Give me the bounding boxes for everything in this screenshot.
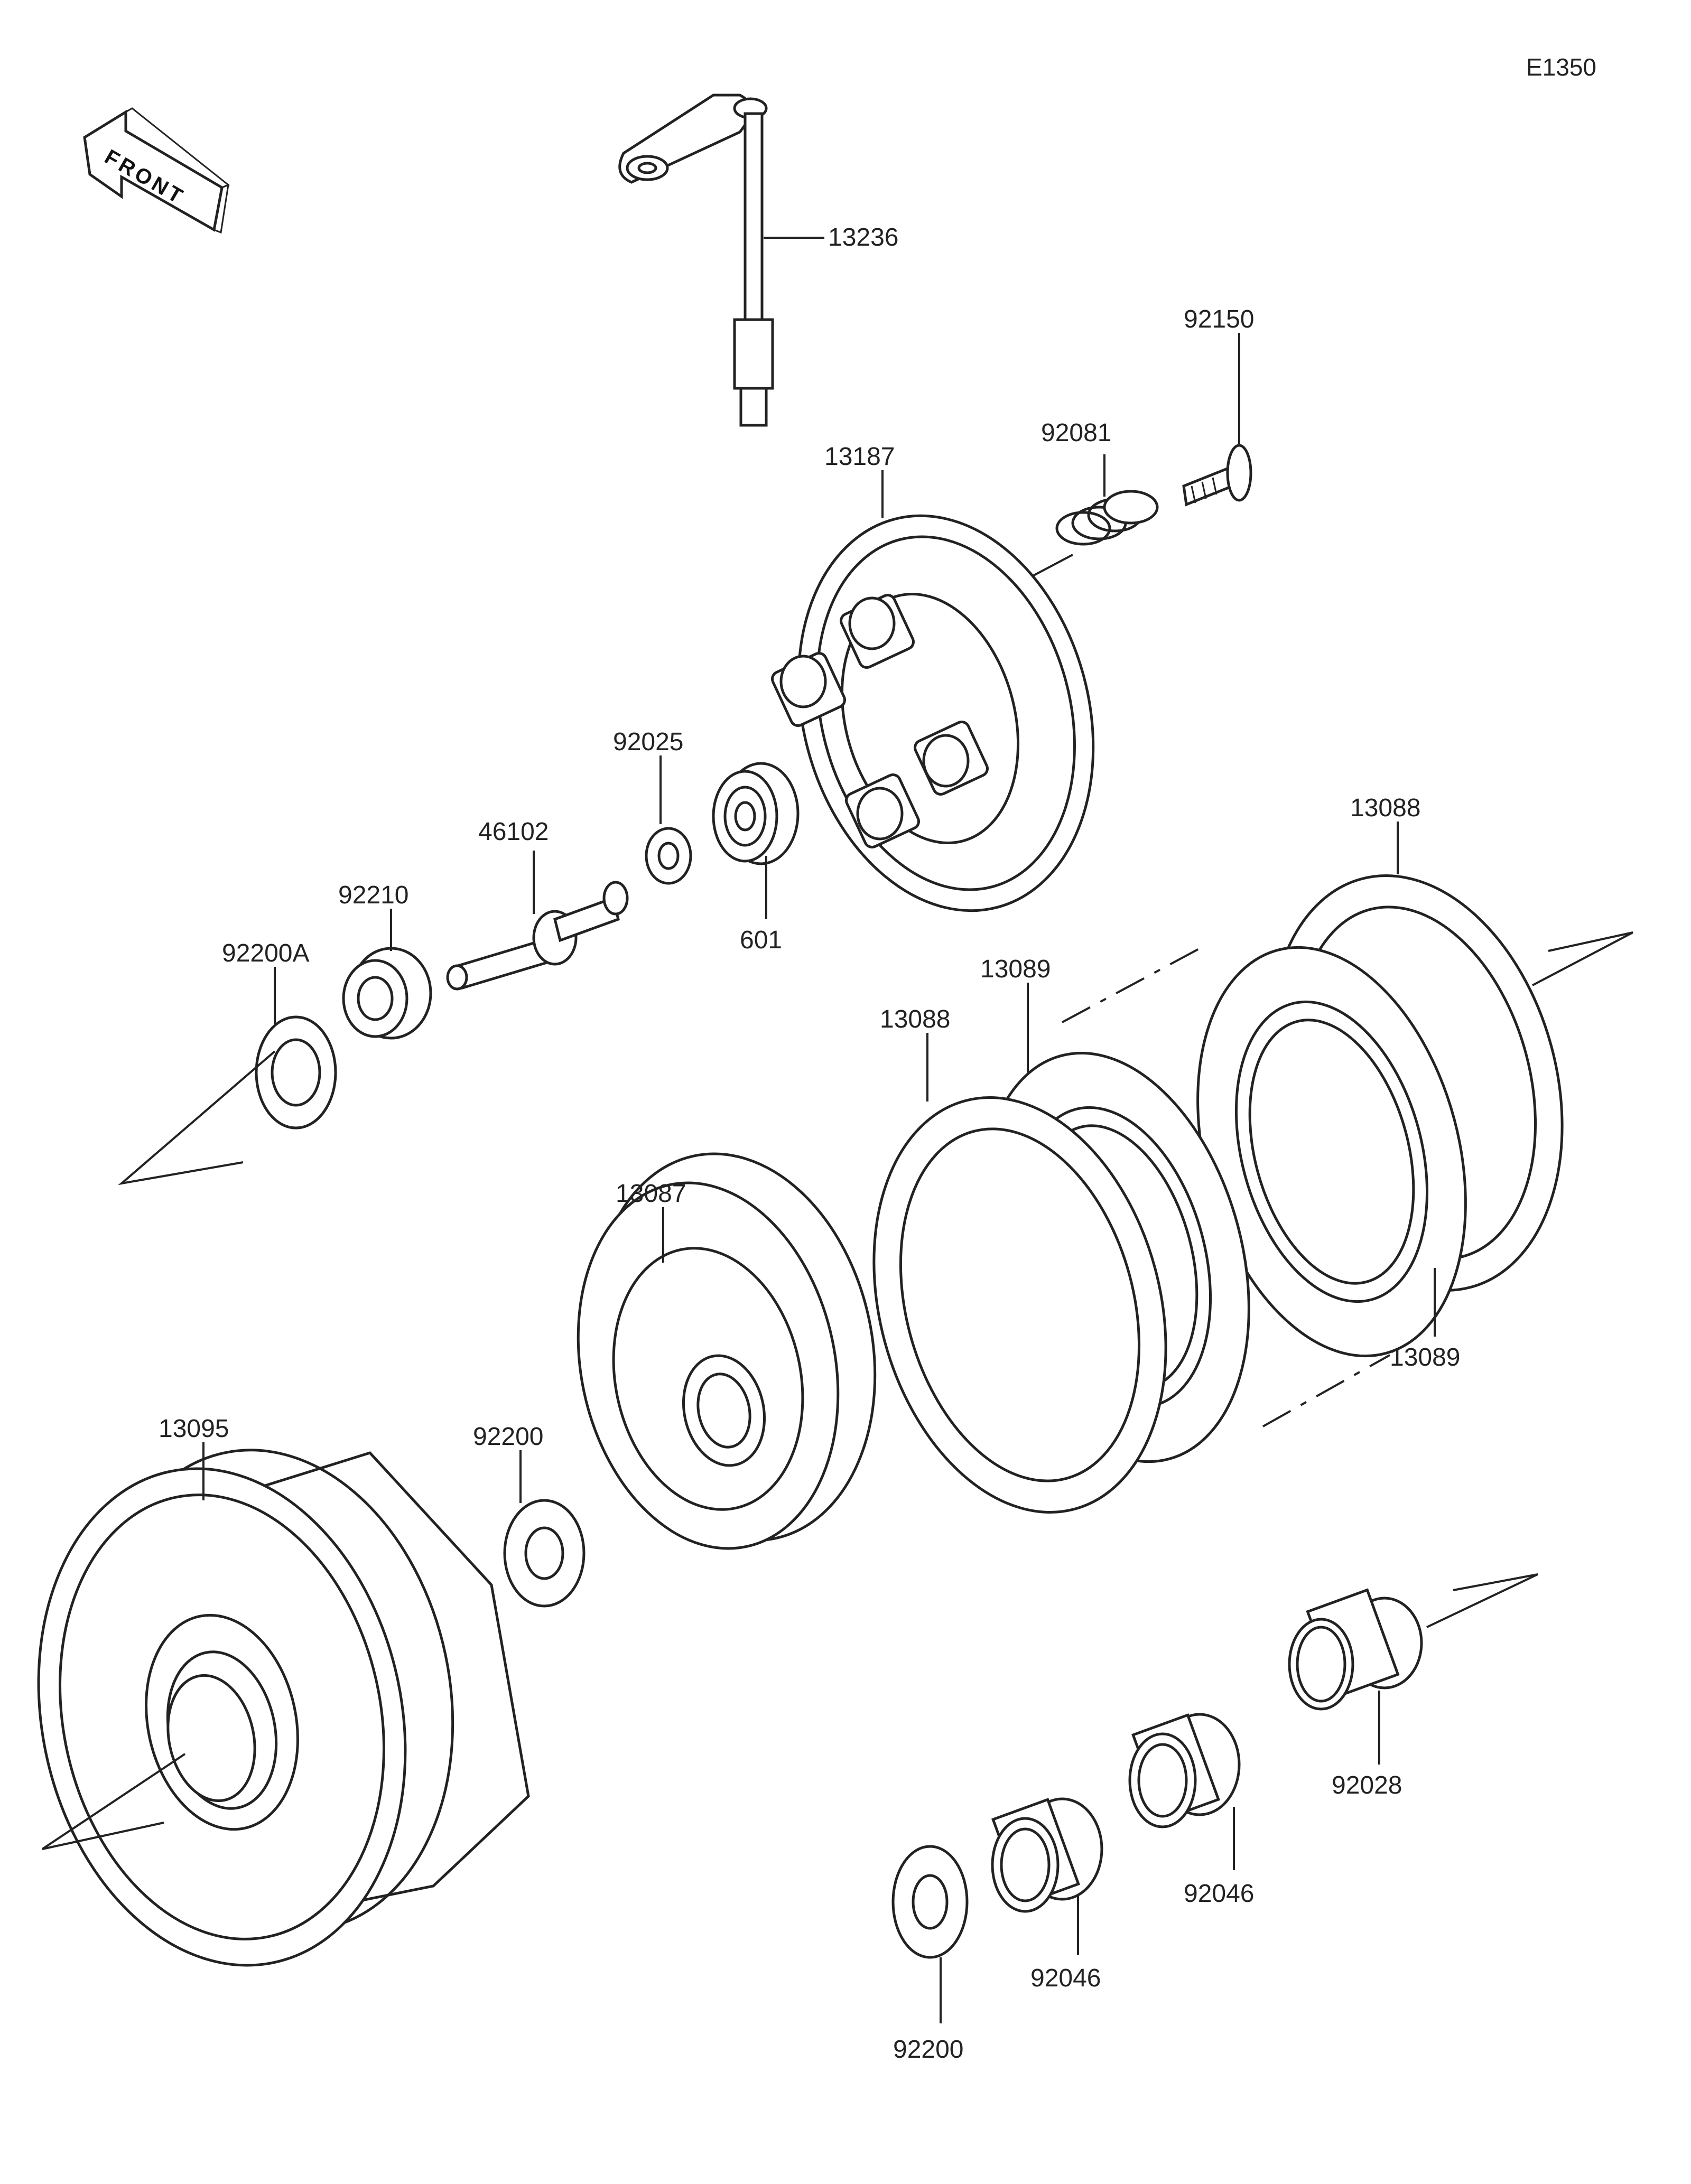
label-92081: 92081: [1041, 419, 1111, 447]
label-13088-upper: 13088: [1350, 794, 1420, 822]
label-92200A: 92200A: [222, 939, 310, 967]
washer-92025: [645, 827, 692, 885]
clutch-bolt: [1182, 444, 1252, 507]
clutch-housing: [37, 1449, 530, 1967]
clutch-hub: [577, 1152, 877, 1550]
label-13088-lower: 13088: [880, 1005, 950, 1033]
front-arrow-icon: FRONT: [83, 107, 230, 234]
clutch-nut: [342, 947, 432, 1040]
label-46102: 46102: [478, 818, 549, 846]
label-601: 601: [740, 926, 782, 954]
label-92025: 92025: [613, 728, 683, 756]
label-13087: 13087: [616, 1180, 686, 1208]
release-shaft: [618, 94, 774, 427]
label-92046-right: 92046: [1184, 1880, 1254, 1908]
thrust-washer-upper: [503, 1499, 586, 1608]
needle-bearing-lower: [991, 1797, 1103, 1913]
label-92200-lower: 92200: [893, 2036, 963, 2064]
label-13236: 13236: [828, 223, 898, 251]
label-13095: 13095: [159, 1415, 229, 1443]
sleeve-bushing: [1288, 1588, 1423, 1711]
thrust-washer-lower: [891, 1845, 969, 1959]
label-92046-left: 92046: [1030, 1964, 1101, 1992]
label-13089-upper: 13089: [980, 955, 1051, 983]
needle-bearing-upper: [1128, 1713, 1241, 1828]
label-92028: 92028: [1332, 1771, 1402, 1799]
pressure-plate: [771, 514, 1095, 912]
label-92210: 92210: [338, 881, 408, 909]
lock-washer: [255, 1015, 337, 1130]
label-13089-lower: 13089: [1390, 1343, 1460, 1371]
clutch-spring: [1055, 490, 1159, 546]
label-13187: 13187: [824, 443, 895, 471]
ball-bearing: [712, 762, 800, 865]
push-rod: [446, 881, 629, 991]
label-92200-upper: 92200: [473, 1423, 543, 1451]
label-92150: 92150: [1184, 305, 1254, 333]
friction-plate-lower: [872, 1096, 1167, 1514]
diagram-code: E1350: [1526, 53, 1596, 81]
